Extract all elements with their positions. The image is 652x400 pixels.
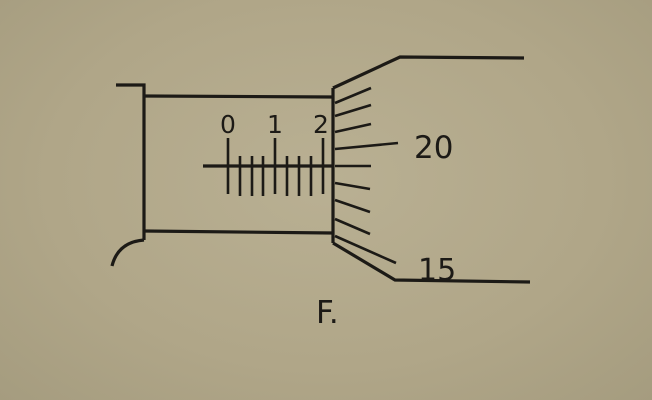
sleeve-label-1: 1 (267, 110, 283, 139)
frame-anvil (110, 83, 146, 267)
figure-label: F. (316, 295, 339, 331)
sleeve-label-2: 2 (313, 110, 329, 139)
sleeve-bottom-edge (143, 229, 334, 235)
frame-curve (110, 238, 145, 267)
thimble-lower-bevel (332, 241, 531, 284)
thimble-tick (334, 198, 371, 214)
thimble-tick (334, 141, 399, 151)
thimble-ticks (334, 86, 399, 265)
sleeve-ticks (226, 138, 325, 196)
thimble-tick (334, 122, 372, 134)
thimble-tick (334, 181, 371, 191)
thimble-tick (334, 234, 397, 265)
thimble-tick (334, 103, 372, 118)
thimble-tick (334, 217, 371, 236)
thimble-label-20: 20 (414, 130, 453, 166)
sleeve-top-edge (143, 94, 334, 99)
thimble-upper-bevel (332, 55, 525, 90)
thimble: 20 15 (331, 55, 531, 288)
sleeve: 0 1 2 (143, 94, 334, 235)
frame-outline (116, 83, 146, 240)
sleeve-label-0: 0 (220, 110, 236, 139)
thimble-tick (334, 86, 372, 105)
thimble-label-15: 15 (418, 253, 456, 288)
